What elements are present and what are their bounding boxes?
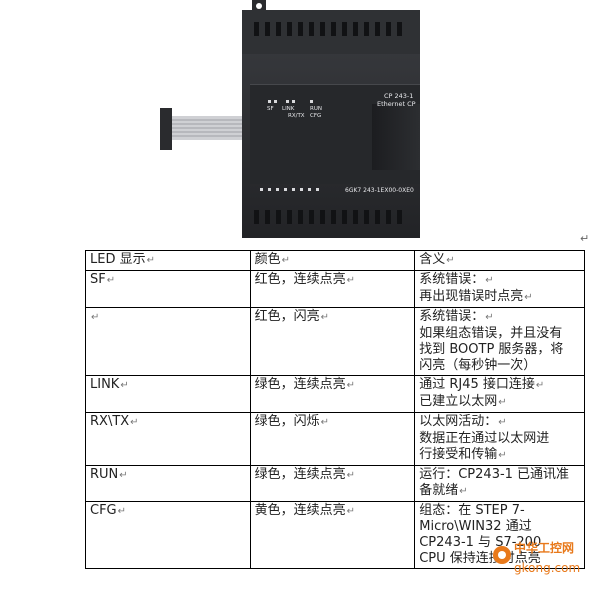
cell-led: CFG↵: [85, 501, 251, 569]
table-row: SF↵ 红色，连续点亮↵ 系统错误：↵ 再出现错误时点亮↵: [85, 270, 585, 308]
cell-color: 绿色，连续点亮↵: [249, 465, 416, 502]
header-color: 颜色↵: [249, 250, 416, 271]
cell-led: ↵: [85, 307, 251, 376]
watermark: 中华工控网 gkong.com: [492, 537, 604, 583]
cell-color: 绿色，闪烁↵: [249, 412, 416, 466]
vent-slots-top: [254, 22, 402, 36]
cell-meaning: 以太网活动：↵ 数据正在通过以太网进 行接受和传输↵: [414, 412, 585, 466]
header-led: LED 显示↵: [85, 250, 251, 271]
cell-meaning: 通过 RJ45 接口连接↵ 已建立以太网↵: [414, 375, 585, 413]
cell-color: 黄色，连续点亮↵: [249, 501, 416, 569]
cell-color: 绿色，连续点亮↵: [249, 375, 416, 413]
header-meaning: 含义↵: [414, 250, 585, 271]
table-row: LINK↵ 绿色，连续点亮↵ 通过 RJ45 接口连接↵ 已建立以太网↵: [85, 375, 585, 413]
cell-meaning: 组态：在 STEP 7- Micro\WIN32 通过 CP243-1 与 S7…: [414, 501, 585, 569]
led-label-rxtx: RX/TX: [288, 113, 305, 119]
cell-led: SF↵: [85, 270, 251, 308]
cell-color: 红色，闪亮↵: [249, 307, 416, 376]
cell-led: LINK↵: [85, 375, 251, 413]
cell-meaning: 系统错误：↵ 再出现错误时点亮↵: [414, 270, 585, 308]
model-label-line2: Ethernet CP: [377, 100, 416, 108]
led-label-cfg: CFG: [310, 113, 321, 119]
table-row: ↵ 红色，闪亮↵ 系统错误：↵ 如果组态错误，并且没有 找到 BOOTP 服务器…: [85, 307, 585, 376]
table-row: RX\TX↵ 绿色，闪烁↵ 以太网活动：↵ 数据正在通过以太网进 行接受和传输↵: [85, 412, 585, 466]
table-row: CFG↵ 黄色，连续点亮↵ 组态：在 STEP 7- Micro\WIN32 通…: [85, 501, 585, 569]
led-label-link: LINK: [282, 106, 295, 112]
watermark-brand: 中华工控网: [514, 541, 575, 555]
cell-color: 红色，连续点亮↵: [249, 270, 416, 308]
table-row: RUN↵ 绿色，连续点亮↵ 运行：CP243-1 已通讯准 备就绪↵: [85, 465, 585, 502]
cell-meaning: 系统错误：↵ 如果组态错误，并且没有 找到 BOOTP 服务器，将 闪亮（每秒钟…: [414, 307, 585, 376]
cell-meaning: 运行：CP243-1 已通讯准 备就绪↵: [414, 465, 585, 502]
watermark-url: gkong.com: [514, 561, 581, 575]
paragraph-mark: ↵: [580, 232, 590, 245]
cell-led: RUN↵: [85, 465, 251, 502]
cell-led: RX\TX↵: [85, 412, 251, 466]
led-table: LED 显示↵ 颜色↵ 含义↵ SF↵ 红色，连续点亮↵ 系统错误：↵ 再出现错…: [85, 250, 585, 569]
device-photo: SF LINK RUN RX/TX CFG CP 243-1 Ethernet …: [160, 0, 420, 238]
model-label-line1: CP 243-1: [384, 92, 413, 100]
led-label-run: RUN: [310, 106, 322, 112]
watermark-logo-icon: [493, 546, 511, 564]
vent-slots-bottom: [254, 210, 402, 224]
led-label-sf: SF: [267, 106, 274, 112]
table-header-row: LED 显示↵ 颜色↵ 含义↵: [85, 250, 585, 271]
order-number: 6GK7 243-1EX00-0XE0: [345, 187, 414, 194]
